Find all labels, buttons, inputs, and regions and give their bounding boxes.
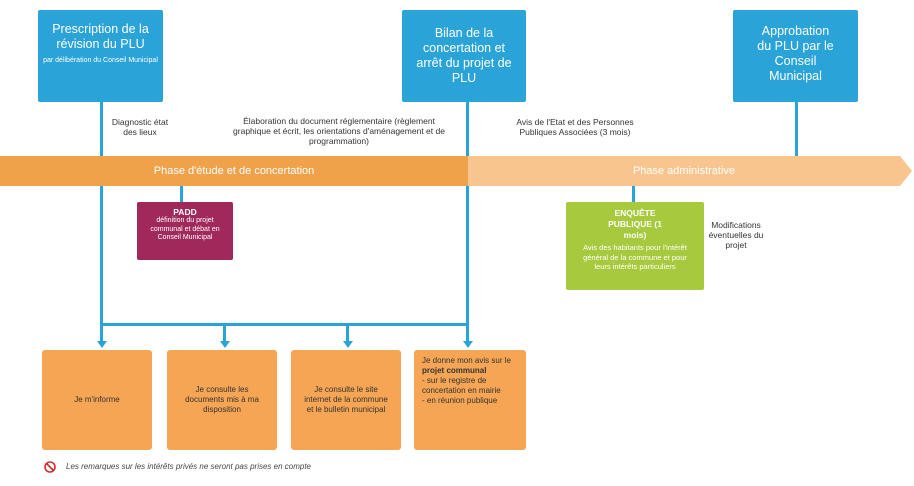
label-elaboration: Élaboration du document réglementaire (r…: [233, 116, 445, 146]
label-avis: Avis de l'Etat et des Personnes Publique…: [516, 117, 634, 137]
phase-study-bar: Phase d'étude et de concertation: [0, 156, 468, 186]
phase-study-label: Phase d'étude et de concertation: [153, 165, 315, 177]
enquete-title: ENQUÊTE PUBLIQUE (1 mois): [608, 208, 662, 240]
padd-title: PADD: [173, 207, 197, 217]
connector-line-2: [466, 102, 469, 334]
branch-line-3: [346, 323, 349, 343]
action-box-1: Je m'informe: [42, 350, 152, 450]
connector-line-padd: [180, 186, 183, 202]
action-box-4-bold: projet communal: [422, 366, 487, 375]
action-box-4-line2: - en réunion publique: [422, 396, 498, 405]
action-box-4-intro: Je donne mon avis sur le projet communal: [422, 356, 518, 376]
phase-admin-bar: Phase administrative: [468, 156, 900, 186]
branch-line-2: [223, 323, 226, 343]
padd-text: définition du projet communal et débat e…: [150, 217, 220, 241]
connector-line-3: [795, 102, 798, 157]
connector-line-enquete: [632, 186, 635, 202]
action-box-3-text: Je consulte le site internet de la commu…: [304, 385, 388, 414]
branch-line-4: [466, 323, 469, 343]
action-box-1-text: Je m'informe: [74, 395, 120, 404]
arrow-head-4: [463, 341, 473, 348]
enquete-box: ENQUÊTE PUBLIQUE (1 mois) Avis des habit…: [566, 202, 704, 290]
step-prescription-title: Prescription de la révision du PLU: [52, 22, 149, 51]
step-prescription: Prescription de la révision du PLU par d…: [38, 10, 163, 102]
action-box-4: Je donne mon avis sur le projet communal…: [414, 350, 526, 450]
arrow-head-2: [220, 341, 230, 348]
connector-line-1: [100, 102, 103, 334]
arrow-head-3: [343, 341, 353, 348]
branch-line-1: [100, 323, 103, 343]
prohibited-icon: [44, 460, 56, 473]
distribution-line: [100, 323, 469, 326]
label-modifications: Modifications éventuelles du projet: [708, 220, 764, 250]
padd-box: PADD définition du projet communal et dé…: [137, 202, 233, 260]
step-approbation: Approbation du PLU par le Conseil Munici…: [733, 10, 858, 102]
action-box-3: Je consulte le site internet de la commu…: [291, 350, 401, 450]
step-prescription-subtitle: par délibération du Conseil Municipal: [43, 57, 158, 64]
phase-admin-label: Phase administrative: [632, 165, 736, 177]
footer-text: Les remarques sur les intérêts privés ne…: [66, 461, 312, 471]
step-approbation-title: Approbation du PLU par le Conseil Munici…: [757, 24, 834, 83]
footer-note: Les remarques sur les intérêts privés ne…: [44, 460, 312, 473]
action-box-2-text: Je consulte les documents mis à ma dispo…: [185, 385, 259, 414]
action-box-4-line1: - sur le registre de concertation en mai…: [422, 376, 501, 395]
action-box-4-pre: Je donne mon avis sur le: [422, 356, 511, 365]
step-bilan-title: Bilan de la concertation et arrêt du pro…: [416, 26, 512, 85]
action-box-2: Je consulte les documents mis à ma dispo…: [167, 350, 277, 450]
enquete-text: Avis des habitants pour l'intérêt généra…: [583, 243, 687, 271]
phase-arrow-tip: [900, 156, 912, 186]
step-bilan: Bilan de la concertation et arrêt du pro…: [402, 10, 526, 102]
arrow-head-1: [97, 341, 107, 348]
label-diagnostic: Diagnostic état des lieux: [111, 117, 169, 137]
